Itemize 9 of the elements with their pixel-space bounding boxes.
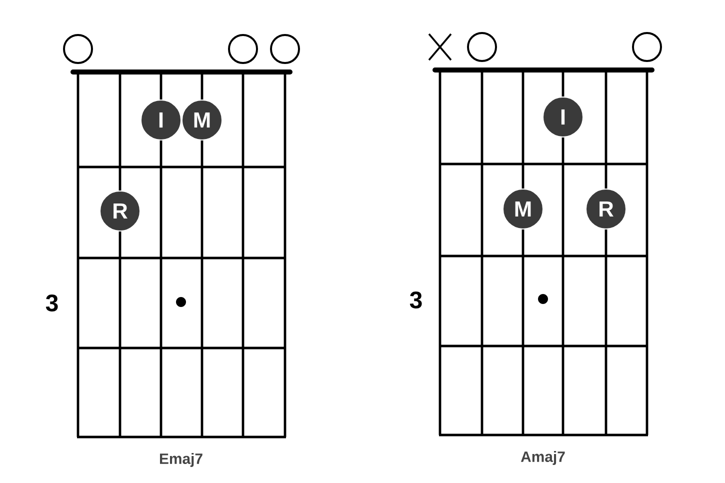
open-string-circle	[228, 34, 258, 64]
open-string-circle	[632, 32, 662, 62]
open-string-circle	[63, 34, 93, 64]
open-string-circle	[467, 32, 497, 62]
fret-number: 3	[410, 292, 422, 308]
open-string-circle	[270, 34, 300, 64]
chord-name: Amaj7	[520, 451, 565, 465]
fret-number: 3	[46, 294, 58, 312]
chord-name: Emaj7	[160, 453, 202, 467]
